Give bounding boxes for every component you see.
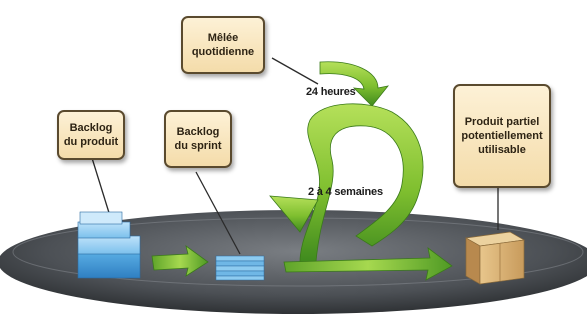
flow-arrow-backlogs	[151, 245, 209, 277]
product-backlog-box: Backlog du produit	[57, 110, 125, 160]
connector-product-backlog	[91, 157, 111, 217]
product-backlog-stack	[77, 211, 141, 279]
sprint-cycle-label: 2 à 4 semaines	[308, 186, 383, 198]
increment-crate	[464, 231, 526, 285]
daily-cycle-label: 24 heures	[306, 86, 356, 98]
sprint-backlog-stack	[215, 255, 265, 281]
daily-scrum-label: Mêlée quotidienne	[191, 32, 255, 58]
product-backlog-label: Backlog du produit	[63, 122, 119, 148]
increment-box: Produit partiel potentiellement utilisab…	[453, 84, 551, 188]
sprint-backlog-label: Backlog du sprint	[174, 126, 222, 152]
flow-arrow-to-increment	[283, 247, 453, 281]
connector-sprint-backlog	[195, 171, 241, 255]
sprint-backlog-box: Backlog du sprint	[164, 110, 232, 168]
daily-scrum-box: Mêlée quotidienne	[181, 16, 265, 74]
sprint-loop-arrowhead	[269, 195, 319, 233]
increment-label: Produit partiel potentiellement utilisab…	[461, 116, 543, 156]
connector-daily-scrum	[271, 57, 319, 85]
sprint-cycle-loop	[299, 103, 424, 263]
daily-cycle-arrow	[319, 61, 389, 107]
